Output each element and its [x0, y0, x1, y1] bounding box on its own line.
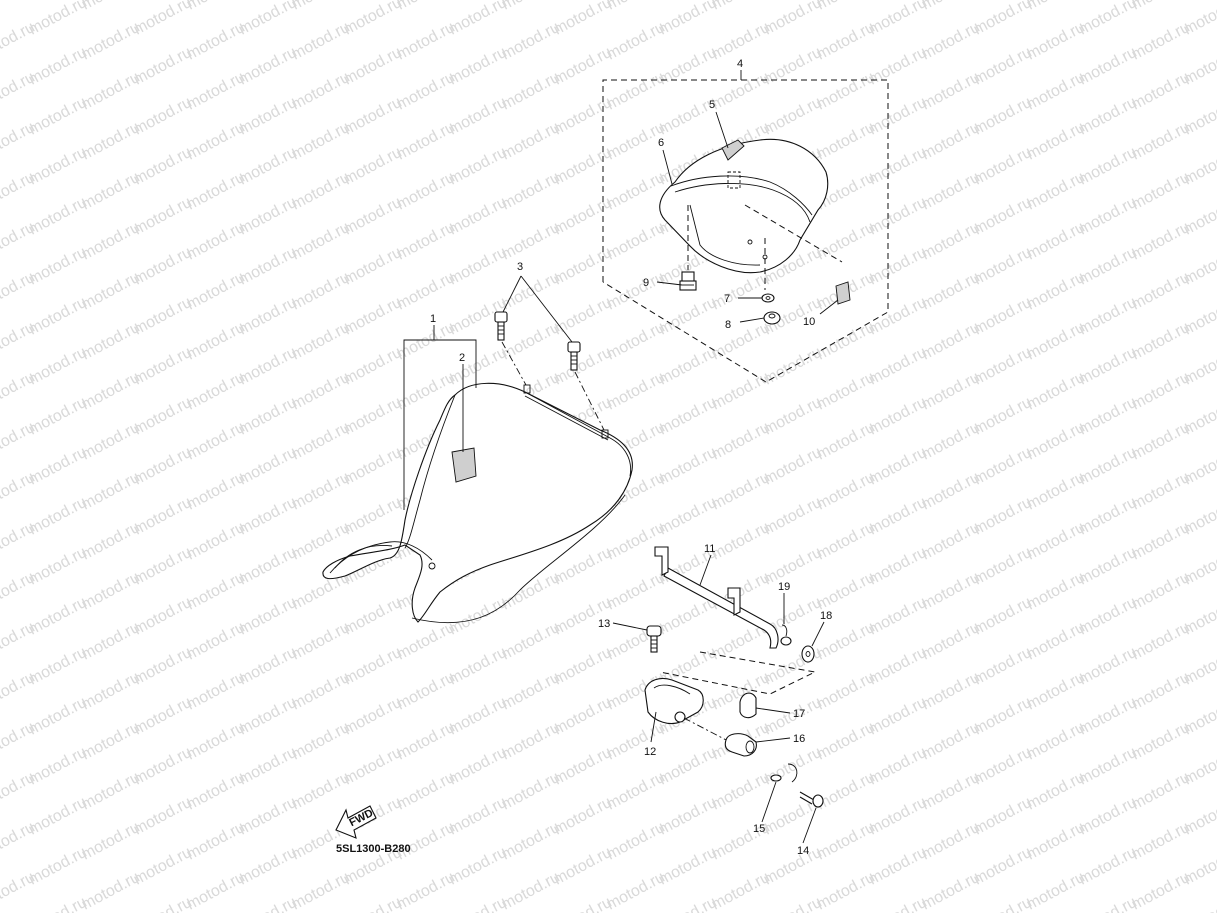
callout-5: 5 — [709, 99, 715, 111]
watermark-text: motod.ru — [709, 869, 773, 913]
screw-part-13 — [646, 625, 662, 653]
washer-part-7 — [761, 293, 775, 303]
watermark-text: motod.ru — [0, 119, 38, 164]
seat-cowl — [659, 138, 829, 274]
callout-1: 1 — [430, 313, 436, 325]
seat-lock-rod — [663, 567, 779, 649]
callout-4: 4 — [737, 58, 743, 70]
watermark-text: motod.ru — [814, 869, 878, 913]
bolt-part-3-left — [494, 311, 508, 341]
callout-8: 8 — [725, 319, 731, 331]
watermark-text: motod.ru — [289, 869, 353, 913]
callout-labels: 4 5 6 9 7 8 10 3 1 2 11 19 18 13 12 17 1… — [430, 58, 832, 857]
watermark-text: motod.ru — [0, 519, 38, 564]
seat-lock-assembly — [644, 546, 824, 808]
assembly-4-boundary — [602, 79, 889, 383]
watermark-text: motod.ru — [0, 869, 38, 913]
watermark-text: motod.ru — [0, 0, 38, 14]
washer-part-15 — [770, 774, 782, 782]
watermark-text: motod.ru — [0, 219, 38, 264]
watermark-text: motod.ru — [499, 869, 563, 913]
callout-17: 17 — [793, 708, 805, 720]
callout-12: 12 — [644, 746, 656, 758]
cowl-hidden-slot — [727, 171, 741, 189]
callout-11: 11 — [704, 543, 715, 555]
watermark-text: motod.ru — [0, 769, 38, 814]
washer-part-18 — [801, 645, 815, 663]
watermark-text: motod.ru — [971, 894, 1035, 913]
clip-part-19 — [781, 624, 788, 637]
watermark-text: motod.ru — [0, 19, 38, 64]
bolt-part-3-right — [567, 341, 581, 371]
watermark-text: motod.ru — [919, 869, 983, 913]
watermark-text: motod.ru — [184, 869, 248, 913]
watermark-text: motod.ru — [0, 719, 38, 764]
watermark-text: motod.ru — [0, 419, 38, 464]
cover-part-17 — [739, 692, 757, 719]
watermark-text: motod.ru — [341, 894, 405, 913]
leader-lines — [403, 70, 839, 844]
callout-14: 14 — [797, 845, 809, 857]
watermark-text: motod.ru — [551, 894, 615, 913]
watermark-text: motod.ru — [761, 894, 825, 913]
seat-bolt-hole-rear — [601, 429, 609, 439]
seat-lock-part-12 — [644, 677, 704, 725]
watermark-text: motod.ru — [236, 894, 300, 913]
seat-cowl-assembly — [602, 79, 889, 383]
callout-9: 9 — [643, 277, 649, 289]
callout-2: 2 — [459, 352, 465, 364]
watermark-text: motod.ru — [79, 869, 143, 913]
watermark-text: motod.ru — [26, 894, 90, 913]
callout-13: 13 — [598, 618, 610, 630]
watermark-text: motod.ru — [0, 569, 38, 614]
watermark-text: motod.ru — [1129, 869, 1193, 913]
diagram-code: 5SL1300-B280 — [336, 843, 411, 855]
callout-3: 3 — [517, 261, 523, 273]
watermark-text: motod.ru — [0, 269, 38, 314]
watermark-text: motod.ru — [0, 369, 38, 414]
lock-cylinder-part-16 — [724, 733, 757, 757]
watermark-text: motod.ru — [1024, 869, 1088, 913]
callout-7: 7 — [724, 293, 730, 305]
watermark-text: motod.ru — [0, 69, 38, 114]
grommet-part-9 — [679, 271, 697, 291]
nut-part-8 — [763, 311, 781, 325]
watermark-text: motod.ru — [604, 869, 668, 913]
watermark-text: motod.ru — [1181, 894, 1217, 913]
callout-6: 6 — [658, 137, 664, 149]
callout-16: 16 — [793, 733, 805, 745]
seat — [322, 382, 633, 624]
seat-bolt-hole-front — [523, 384, 531, 394]
watermark-text: motod.ru — [656, 894, 720, 913]
watermark-text: motod.ru — [446, 894, 510, 913]
callout-15: 15 — [753, 823, 765, 835]
seat-caution-label — [451, 447, 477, 483]
watermark-text: motod.ru — [0, 319, 38, 364]
watermark-text: motod.ru — [0, 669, 38, 714]
bolt-part-14 — [799, 791, 824, 808]
callout-18: 18 — [820, 610, 832, 622]
watermark-text: motod.ru — [0, 169, 38, 214]
watermark-text: motod.ru — [866, 894, 930, 913]
cowl-emblem — [721, 139, 745, 161]
watermark-text: motod.ru — [0, 469, 38, 514]
watermark-text: motod.ru — [0, 819, 38, 864]
watermark-text: motod.ru — [1076, 894, 1140, 913]
watermark-text: motod.ru — [394, 869, 458, 913]
callout-10: 10 — [803, 316, 815, 328]
watermark-text: motod.ru — [0, 619, 38, 664]
callout-19: 19 — [778, 581, 790, 593]
damper-part-10 — [835, 281, 851, 305]
seat-body — [322, 382, 633, 623]
watermark-text: motod.ru — [131, 894, 195, 913]
